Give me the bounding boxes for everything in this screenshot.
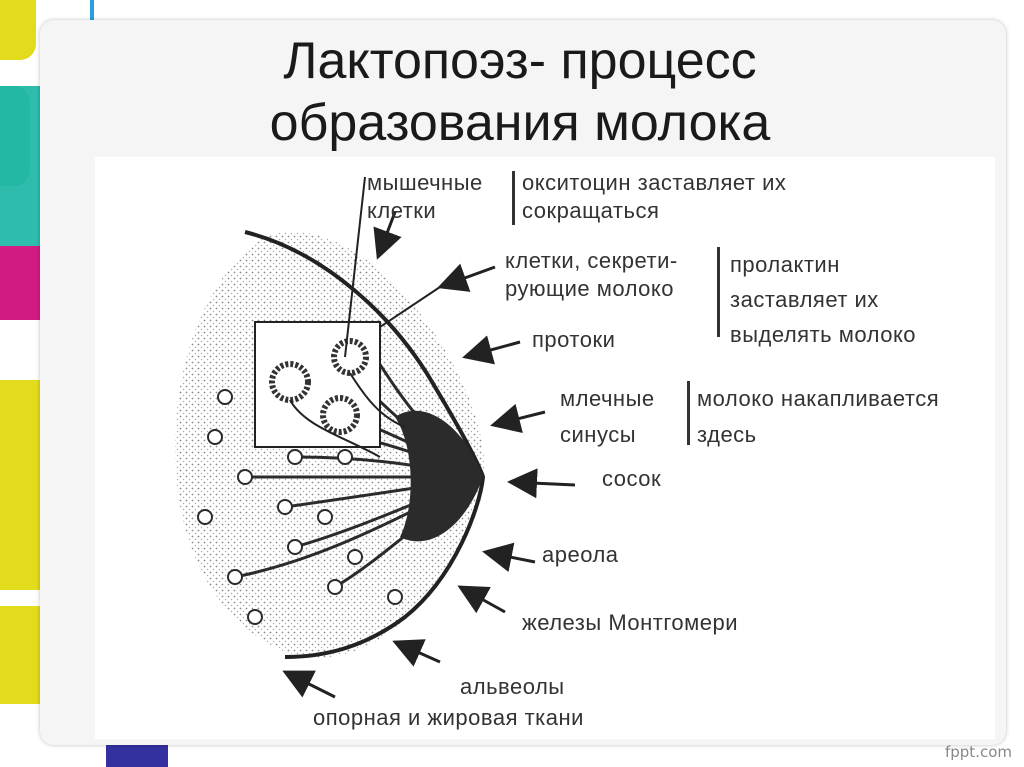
label-areola: ареола <box>542 542 619 567</box>
label-alveoli: альвеолы <box>460 674 565 699</box>
label-supporting-tissue: опорная и жировая ткани <box>313 705 584 730</box>
divider-muscle <box>512 171 515 225</box>
title-line-2: образования молока <box>269 94 771 152</box>
label-secreting-cells: клетки, секрети-рующие молоко <box>505 248 678 301</box>
label-montgomery-glands: железы Монтгомери <box>522 610 739 635</box>
divider-secreting <box>717 247 720 337</box>
label-ducts: протоки <box>532 327 616 352</box>
label-nipple: сосок <box>602 466 662 491</box>
slide-title: Лактопоэз- процесс образования молока <box>120 30 920 154</box>
pointer-lines <box>344 176 441 358</box>
breast-illustration <box>175 176 576 699</box>
deco-yellow-top <box>0 0 36 60</box>
label-arrows <box>282 211 576 699</box>
divider-sinuses <box>687 381 690 445</box>
alveoli-clusters <box>197 389 403 625</box>
magnified-inset <box>254 321 406 458</box>
title-line-1: Лактопоэз- процесс <box>283 32 757 90</box>
footer-brand: fppt.com <box>944 743 1012 761</box>
